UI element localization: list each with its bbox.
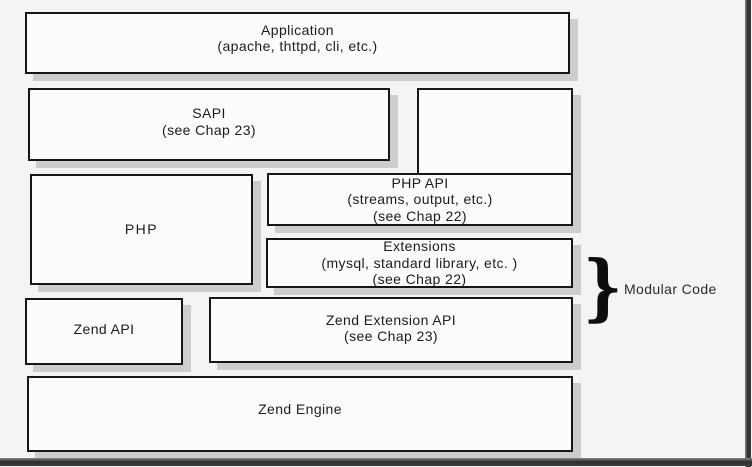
box-zend-engine: Zend Engine <box>27 376 573 452</box>
box-sublabel: (see Chap 22) <box>372 271 467 288</box>
box-label: Application <box>261 21 334 38</box>
box-label: Zend Engine <box>258 400 342 417</box>
box-php-api: PHP API (streams, output, etc.) (see Cha… <box>267 173 573 226</box>
box-label: PHP API <box>391 174 449 191</box>
box-label: PHP <box>124 221 159 238</box>
box-zend-extension-api: Zend Extension API (see Chap 23) <box>209 297 573 363</box>
box-sublabel: (see Chap 22) <box>373 207 467 224</box>
box-label: Extensions <box>383 238 456 255</box>
box-zend-api: Zend API <box>25 298 183 365</box>
box-sublabel: (streams, output, etc.) <box>347 191 493 208</box>
box-label: Zend Extension API <box>325 311 457 328</box>
box-sublabel: (see Chap 23) <box>344 328 438 344</box>
box-label: SAPI <box>192 105 226 121</box>
curly-brace-icon: } <box>583 244 623 329</box>
box-sapi: SAPI (see Chap 23) <box>28 88 390 161</box>
box-extensions: Extensions (mysql, standard library, etc… <box>266 238 573 288</box>
box-php: PHP <box>30 174 253 285</box>
box-sublabel: (apache, thttpd, cli, etc.) <box>217 38 378 54</box>
box-sublabel: (mysql, standard library, etc. ) <box>321 254 518 271</box>
box-sublabel: (see Chap 23) <box>162 121 256 138</box>
modular-code-label: Modular Code <box>624 281 717 297</box>
box-application: Application (apache, thttpd, cli, etc.) <box>25 12 570 74</box>
screenshot-frame-bottom-edge <box>0 458 752 466</box>
screenshot-frame-right-edge <box>745 0 751 467</box>
box-label: Zend API <box>73 321 135 338</box>
box-empty-sapi-extension <box>417 88 573 175</box>
